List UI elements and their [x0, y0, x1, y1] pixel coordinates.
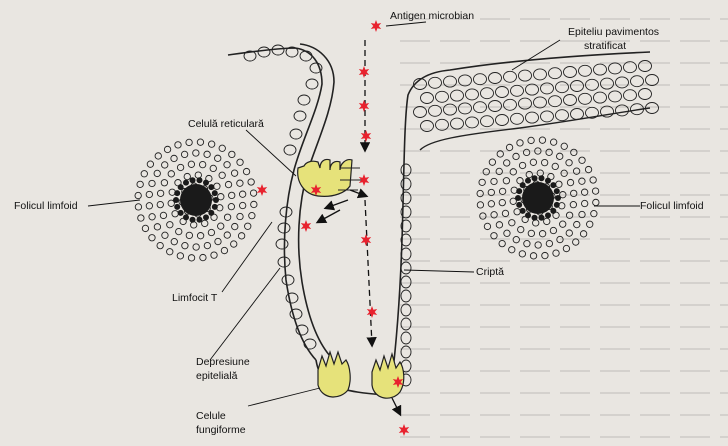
follicle-core	[522, 182, 554, 214]
antigen-star	[370, 20, 382, 32]
label-t-lymphocyte: Limfocit T	[172, 292, 218, 304]
antigen-star	[360, 130, 372, 142]
antigen-markers	[256, 20, 410, 436]
antigen-star	[366, 306, 378, 318]
antigen-star	[310, 184, 322, 196]
follicle-core	[180, 184, 212, 216]
crypt-left-epithelial-cells	[243, 44, 323, 350]
antigen-star	[398, 424, 410, 436]
label-depression-line2: epitelială	[196, 370, 238, 382]
background-page-texture	[400, 18, 728, 438]
crypt-left-wall	[227, 43, 335, 361]
label-epithelium-line2: stratificat	[584, 40, 627, 52]
label-fungiform-line1: Celule	[196, 410, 226, 422]
label-depression-line1: Depresiune	[196, 356, 250, 368]
label-lymphoid-follicle-left: Folicul limfoid	[14, 200, 78, 212]
label-antigen: Antigen microbian	[390, 10, 475, 22]
antigen-star	[358, 66, 370, 78]
antigen-star	[256, 184, 268, 196]
leader-lines	[87, 21, 640, 407]
label-lymphoid-follicle-right: Folicul limfoid	[640, 200, 704, 212]
fungiform-cell-left	[317, 349, 351, 398]
fungiform-cell-right	[371, 351, 405, 399]
stratified-epithelium-cells	[400, 60, 659, 387]
label-crypt: Criptă	[476, 266, 505, 278]
label-fungiform-line2: fungiforme	[196, 424, 246, 436]
label-reticular-cell: Celulă reticulară	[188, 118, 264, 130]
label-epithelium-line1: Epiteliu pavimentos	[568, 26, 660, 38]
crypt-right-wall	[389, 51, 659, 396]
antigen-path-arrows	[315, 40, 402, 417]
antigen-star	[392, 376, 404, 388]
antigen-star	[300, 220, 312, 232]
antigen-star	[360, 234, 372, 246]
antigen-star	[358, 174, 370, 186]
lymphoid-follicle-left	[134, 138, 258, 262]
lymphoid-follicle-right	[476, 136, 600, 260]
antigen-star	[358, 100, 370, 112]
